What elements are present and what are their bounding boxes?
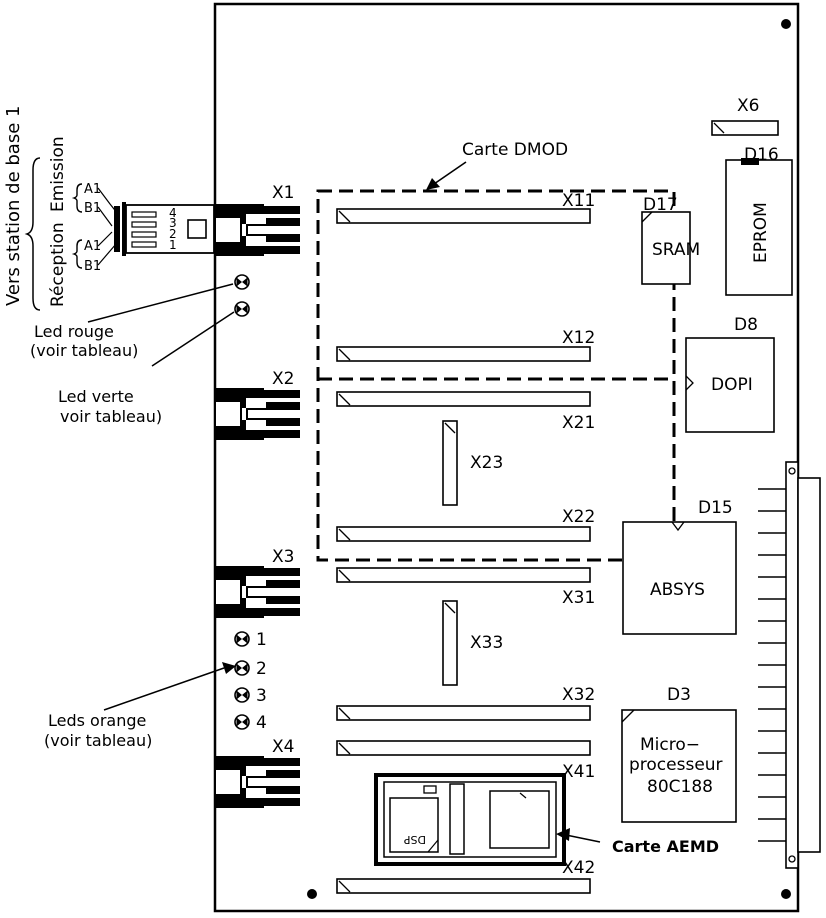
chip-d15-label: D15	[698, 498, 733, 518]
chip-eprom-label: EPROM	[751, 202, 771, 263]
chip-eprom	[725, 159, 793, 296]
connector-x4-label: X4	[272, 737, 294, 757]
slot-x21-label: X21	[562, 413, 595, 433]
plug-pin-2: 2	[169, 227, 177, 241]
mounting-hole	[307, 889, 317, 899]
leds-orange-label-2: (voir tableau)	[44, 731, 152, 750]
modular-plug	[114, 202, 215, 256]
led-orange-4-icon	[234, 714, 250, 730]
edge-connector	[758, 461, 821, 869]
reception-label: Réception	[48, 222, 68, 307]
slot-x22-label: X22	[562, 507, 595, 527]
slot-notches	[338, 210, 351, 893]
leds-orange-label-1: Leds orange	[48, 711, 146, 730]
led-orange-2-label: 2	[256, 659, 267, 679]
slot-group	[336, 208, 591, 894]
slot-x12	[336, 346, 591, 362]
led-orange-2-icon	[234, 660, 250, 676]
plug-pin-4: 4	[169, 206, 177, 220]
led-verte-leader	[151, 311, 235, 367]
connector-x3	[216, 566, 300, 618]
connector-x2-label: X2	[272, 369, 294, 389]
leds-orange-leader	[103, 667, 225, 711]
slot-x11	[336, 208, 591, 224]
chip-d3-label: D3	[667, 685, 691, 705]
chip-sram	[641, 211, 691, 285]
slot-x33-label: X33	[470, 633, 503, 653]
chip-d17-label: D17	[643, 195, 678, 215]
chip-micro-line1: Micro−	[640, 735, 700, 755]
led-orange-3-icon	[234, 687, 250, 703]
chip-absys-label: ABSYS	[650, 580, 705, 600]
chip-microprocessor	[621, 709, 737, 823]
mounting-hole	[781, 889, 791, 899]
pin-brace-bottom	[71, 239, 83, 269]
slot-x6	[711, 120, 779, 136]
slot-x32	[336, 705, 591, 721]
led-orange-4-label: 4	[256, 713, 267, 733]
pin-brace-top	[71, 183, 83, 213]
carte-dmod-arrowhead	[426, 178, 440, 190]
led-orange-1-icon	[234, 631, 250, 647]
carte-aemd-arrowhead	[556, 828, 570, 841]
slot-x21	[336, 391, 591, 407]
plug-pin-1: 1	[169, 238, 177, 252]
emission-label: Emission	[48, 136, 68, 212]
led-orange-1-label: 1	[256, 630, 267, 650]
chip-absys	[622, 521, 737, 635]
plug-pin-3: 3	[169, 216, 177, 230]
slot-x42-label: X42	[562, 858, 595, 878]
slot-x23-label: X23	[470, 453, 503, 473]
chip-dopi	[685, 337, 775, 433]
slot-x12-label: X12	[562, 328, 595, 348]
connector-x1	[216, 204, 300, 256]
led-rouge-label-1: Led rouge	[34, 322, 114, 341]
chip-d8-label: D8	[734, 315, 758, 335]
leds-orange-arrowhead	[222, 662, 236, 674]
slot-x31-label: X31	[562, 588, 595, 608]
side-brace	[24, 157, 41, 311]
slot-x31	[336, 567, 591, 583]
carte-dmod-leader	[433, 161, 467, 185]
pin-b1-top: B1	[84, 201, 101, 216]
connector-x1-label: X1	[272, 183, 294, 203]
mounting-hole	[781, 19, 791, 29]
pin-a1-bottom: A1	[84, 239, 101, 254]
connector-x2	[216, 388, 300, 440]
carte-aemd-leader	[565, 834, 601, 843]
slot-x22	[336, 526, 591, 542]
chip-d16-label: D16	[744, 145, 779, 165]
slot-x32-label: X32	[562, 685, 595, 705]
connector-x4	[216, 756, 300, 808]
slot-x23	[442, 420, 458, 506]
pin-a1-top: A1	[84, 182, 101, 197]
chip-micro-line3: 80C188	[647, 777, 713, 797]
led-verte-icon	[234, 301, 250, 317]
slot-x6-label: X6	[737, 96, 759, 116]
chip-sram-label: SRAM	[652, 240, 700, 260]
led-rouge-leader	[87, 283, 234, 323]
dsp-label: DSP	[404, 833, 426, 846]
slot-x41	[336, 740, 591, 756]
led-verte-label-1: Led verte	[58, 387, 134, 406]
led-verte-label-2: voir tableau)	[60, 407, 162, 426]
dsp-chip	[389, 797, 439, 853]
carte-dmod-outline	[316, 189, 676, 562]
carte-aemd-label: Carte AEMD	[612, 837, 719, 856]
led-rouge-icon	[234, 274, 250, 290]
slot-x33	[442, 600, 458, 686]
slot-x41-label: X41	[562, 762, 595, 782]
pin-b1-bottom: B1	[84, 259, 101, 274]
connector-x3-label: X3	[272, 547, 294, 567]
slot-x42	[336, 878, 591, 894]
vers-station-label: Vers station de base 1	[3, 106, 24, 306]
led-orange-3-label: 3	[256, 686, 267, 706]
chip-micro-line2: processeur	[629, 755, 723, 775]
slot-x11-label: X11	[562, 191, 595, 211]
carte-dmod-label: Carte DMOD	[462, 140, 568, 160]
led-rouge-label-2: (voir tableau)	[30, 341, 138, 360]
chip-dopi-label: DOPI	[711, 375, 753, 395]
